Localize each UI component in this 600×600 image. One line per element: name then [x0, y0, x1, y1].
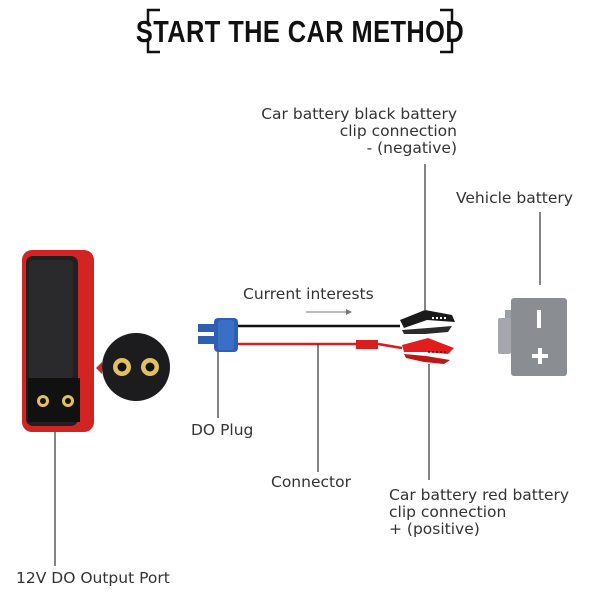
power-bank-icon — [22, 250, 94, 432]
label-output-port: 12V DO Output Port — [16, 569, 170, 587]
title-brackets — [146, 8, 454, 54]
label-do-plug: DO Plug — [191, 421, 254, 439]
label-red-clip: Car battery red battery clip connection … — [389, 487, 569, 538]
leader-lines — [54, 164, 541, 566]
label-current-interests: Current interests — [243, 285, 374, 303]
cable-wires — [238, 324, 403, 350]
black-clip-icon — [400, 310, 455, 334]
label-black-clip-line-3: - (negative) — [366, 139, 457, 157]
label-red-clip-line-1: Car battery red battery — [389, 486, 570, 504]
label-connector: Connector — [271, 473, 351, 491]
label-vehicle-battery: Vehicle battery — [456, 189, 573, 207]
label-red-clip-line-2: clip connection — [389, 503, 507, 521]
do-plug-icon — [198, 318, 238, 352]
label-red-clip-line-3: + (positive) — [389, 520, 480, 538]
vehicle-battery-icon — [498, 298, 567, 376]
port-zoom-icon — [96, 333, 170, 401]
label-black-clip: Car battery black battery clip connectio… — [261, 106, 457, 157]
diagram-title: START THE CAR METHOD — [135, 14, 465, 49]
label-black-clip-line-1: Car battery black battery — [261, 105, 457, 123]
current-arrow-icon — [306, 309, 352, 315]
red-clip-icon — [402, 338, 454, 364]
label-black-clip-line-2: clip connection — [339, 122, 457, 140]
